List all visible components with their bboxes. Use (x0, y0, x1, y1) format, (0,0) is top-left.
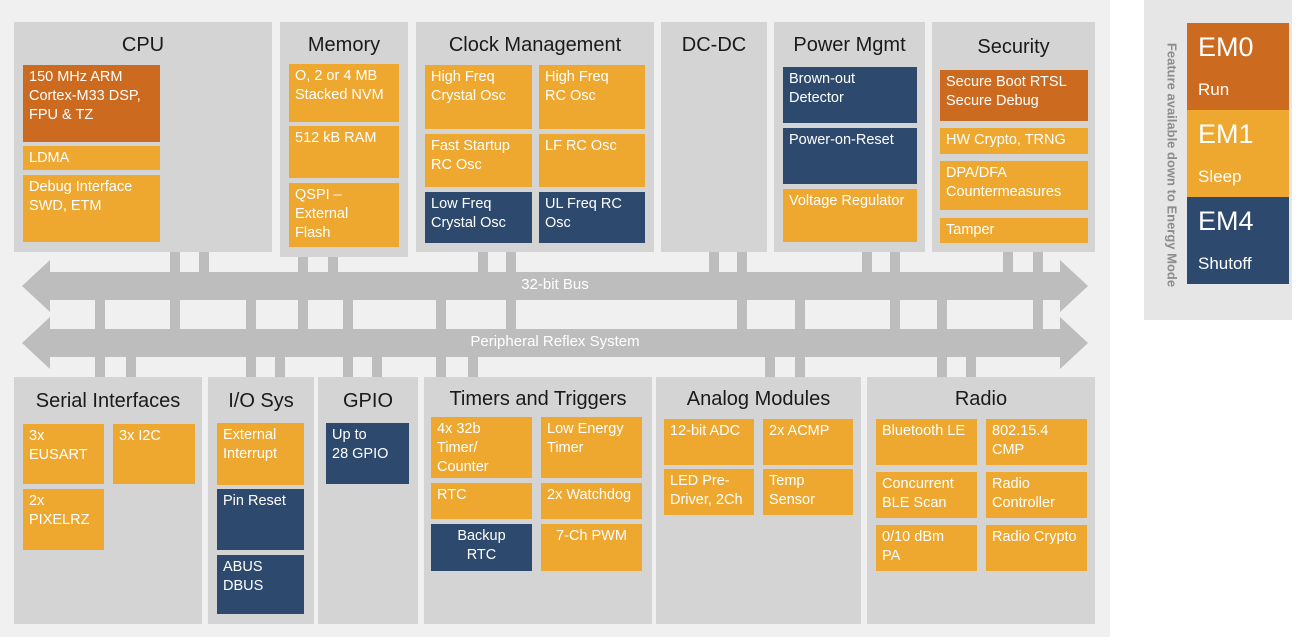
backup-rtc-block: Backup RTC (431, 524, 532, 571)
em4-code: EM4 (1198, 206, 1254, 236)
panel-io-sys: I/O Sys External Interrupt Pin Reset ABU… (208, 377, 314, 624)
panel-timers-triggers: Timers and Triggers 4x 32b Timer/ Counte… (424, 377, 652, 624)
acmp-block: 2x ACMP (763, 419, 853, 465)
pin-reset-block: Pin Reset (217, 489, 304, 550)
panel-security: Security Secure Boot RTSL Secure Debug H… (932, 22, 1095, 252)
bus-32bit-label: 32-bit Bus (521, 276, 589, 293)
concurrent-ble-scan-block: Concurrent BLE Scan (876, 472, 977, 518)
pwm-block: 7-Ch PWM (541, 524, 642, 571)
eusart-block: 3x EUSART (23, 424, 104, 484)
bus-32bit-arrow (22, 260, 1088, 312)
em4-name: Shutoff (1198, 254, 1252, 273)
panel-serial-interfaces: Serial Interfaces 3x EUSART 3x I2C 2x PI… (14, 377, 202, 624)
em1-name: Sleep (1198, 167, 1242, 186)
temp-sensor-block: Temp Sensor (763, 469, 853, 515)
radio-controller-block: Radio Controller (986, 472, 1087, 518)
panel-title: GPIO (342, 390, 393, 412)
power-on-reset-block: Power-on-Reset (783, 128, 917, 184)
tamper-block: Tamper (940, 218, 1088, 243)
ldma-block: LDMA (23, 146, 160, 170)
em1-code: EM1 (1198, 119, 1254, 149)
panel-title: I/O Sys (228, 390, 294, 412)
secure-boot-block: Secure Boot RTSL Secure Debug (940, 70, 1088, 121)
panel-title: Radio (954, 388, 1008, 410)
panel-title: Clock Management (448, 34, 622, 56)
hw-crypto-block: HW Crypto, TRNG (940, 128, 1088, 154)
panel-dcdc: DC-DC (661, 22, 767, 252)
gpio-count-block: Up to 28 GPIO (326, 423, 409, 484)
led-predriver-block: LED Pre- Driver, 2Ch (664, 469, 754, 515)
bus-prs-arrow (22, 317, 1088, 369)
dpa-dfa-block: DPA/DFA Countermeasures (940, 161, 1088, 210)
ram-block: 512 kB RAM (289, 126, 399, 178)
lf-crystal-block: Low Freq Crystal Osc (425, 192, 532, 243)
panel-title: Analog Modules (686, 388, 831, 410)
debug-interface-block: Debug Interface SWD, ETM (23, 175, 160, 242)
panel-title: Memory (307, 34, 381, 56)
cpu-core-block: 150 MHz ARM Cortex-M33 DSP, FPU & TZ (23, 65, 160, 142)
panel-title: Serial Interfaces (35, 390, 181, 412)
watchdog-block: 2x Watchdog (541, 483, 642, 519)
em0-name: Run (1198, 80, 1230, 99)
voltage-regulator-block: Voltage Regulator (783, 189, 917, 242)
panel-power-mgmt: Power Mgmt Brown-out Detector Power-on-R… (774, 22, 925, 252)
le-timer-block: Low Energy Timer (541, 417, 642, 478)
legend-em4: EM4 Shutoff (1187, 197, 1289, 284)
panel-title: Power Mgmt (793, 34, 906, 56)
adc-block: 12-bit ADC (664, 419, 754, 465)
panel-gpio: GPIO Up to 28 GPIO (318, 377, 418, 624)
pa-block: 0/10 dBm PA (876, 525, 977, 571)
hf-rc-block: High Freq RC Osc (539, 65, 645, 129)
panel-radio: Radio Bluetooth LE 802.15.4 CMP Concurre… (867, 377, 1095, 624)
ieee-802154-block: 802.15.4 CMP (986, 419, 1087, 465)
brown-out-block: Brown-out Detector (783, 67, 917, 123)
pixelrz-block: 2x PIXELRZ (23, 489, 104, 550)
em0-code: EM0 (1198, 32, 1254, 62)
radio-crypto-block: Radio Crypto (986, 525, 1087, 571)
panel-title: Security (977, 36, 1050, 58)
hf-crystal-block: High Freq Crystal Osc (425, 65, 532, 129)
bluetooth-le-block: Bluetooth LE (876, 419, 977, 465)
ul-freq-rc-block: UL Freq RC Osc (539, 192, 645, 243)
nvm-block: O, 2 or 4 MB Stacked NVM (289, 64, 399, 122)
timer-counter-block: 4x 32b Timer/ Counter (431, 417, 532, 478)
panel-memory: Memory O, 2 or 4 MB Stacked NVM 512 kB R… (280, 22, 408, 257)
bus-prs-label: Peripheral Reflex System (470, 333, 640, 350)
external-interrupt-block: External Interrupt (217, 423, 304, 485)
legend-em0: EM0 Run (1187, 23, 1289, 110)
legend-em1: EM1 Sleep (1187, 110, 1289, 197)
lf-rc-block: LF RC Osc (539, 134, 645, 187)
legend-caption: Feature available down to Energy Mode (1164, 42, 1180, 288)
abus-dbus-block: ABUS DBUS (217, 555, 304, 614)
i2c-block: 3x I2C (113, 424, 195, 484)
panel-clock-management: Clock Management High Freq Crystal Osc H… (416, 22, 654, 252)
rtc-block: RTC (431, 483, 532, 519)
panel-title: DC-DC (681, 34, 747, 56)
panel-cpu: CPU 150 MHz ARM Cortex-M33 DSP, FPU & TZ… (14, 22, 272, 252)
qspi-block: QSPI – External Flash (289, 183, 399, 247)
panel-analog-modules: Analog Modules 12-bit ADC 2x ACMP LED Pr… (656, 377, 861, 624)
panel-title: Timers and Triggers (449, 388, 627, 410)
panel-title: CPU (121, 34, 165, 56)
fast-startup-rc-block: Fast Startup RC Osc (425, 134, 532, 187)
